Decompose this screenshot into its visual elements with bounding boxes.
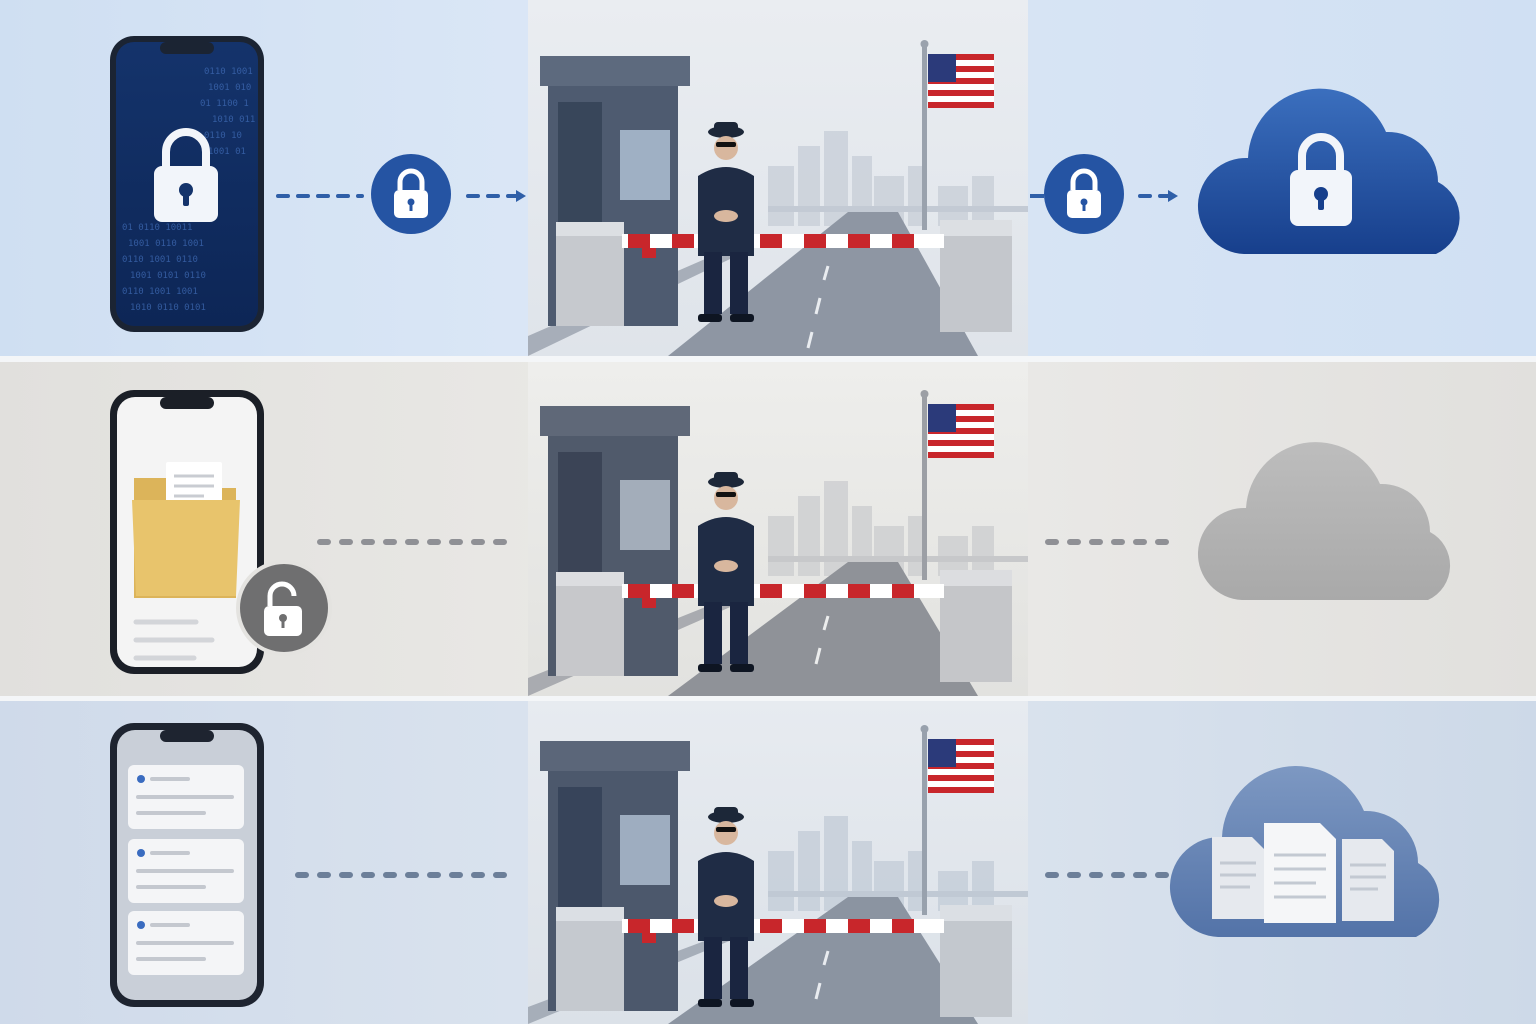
transit-connector-right	[1030, 154, 1178, 234]
svg-text:01 1100 1: 01 1100 1	[200, 99, 249, 109]
notes-phone-icon	[110, 723, 264, 1007]
device-column	[0, 0, 565, 356]
unlocked-phone-icon	[110, 390, 332, 674]
dotted-connector-left	[317, 539, 515, 545]
svg-text:1001 0110 1001: 1001 0110 1001	[128, 239, 204, 249]
folder-icon	[132, 462, 240, 598]
document-icon	[1212, 837, 1264, 919]
svg-text:0110 1001 1001: 0110 1001 1001	[122, 287, 198, 297]
device-column	[0, 701, 565, 1024]
encrypted-phone-icon: 0110 1001 1001 010 01 1100 1 1010 011 0110…	[110, 36, 264, 332]
note-card	[128, 839, 244, 903]
barrier-post	[940, 220, 1012, 332]
svg-text:0110 10: 0110 10	[204, 131, 242, 141]
border-guard	[698, 472, 754, 672]
svg-text:1010 011: 1010 011	[212, 115, 255, 125]
scenario-row-unlocked	[0, 362, 1536, 696]
svg-text:1010 0110 0101: 1010 0110 0101	[130, 303, 206, 313]
border-checkpoint-illustration	[528, 40, 1028, 356]
dotted-connector-right	[1045, 872, 1177, 878]
us-flag-icon	[920, 40, 994, 230]
scenario-row-encrypted: 0110 1001 1001 010 01 1100 1 1010 011 0110…	[0, 0, 1536, 356]
border-guard	[698, 807, 754, 1007]
guard-booth	[540, 741, 690, 1011]
note-card	[128, 765, 244, 829]
document-icon	[1342, 839, 1394, 921]
svg-text:1001 01: 1001 01	[208, 147, 246, 157]
barrier-post	[940, 905, 1012, 1017]
us-flag-icon	[920, 725, 994, 915]
svg-text:1001 0101 0110: 1001 0101 0110	[130, 271, 206, 281]
note-card	[128, 911, 244, 975]
row-divider	[0, 696, 1536, 702]
us-flag-icon	[920, 390, 994, 580]
barrier-post	[940, 570, 1012, 682]
dotted-connector-right	[1045, 539, 1175, 545]
document-icon	[1264, 823, 1336, 923]
border-checkpoint-illustration	[528, 390, 1028, 696]
svg-text:1001 010: 1001 010	[208, 83, 251, 93]
border-checkpoint-illustration	[528, 725, 1028, 1024]
encrypted-cloud-icon	[1197, 88, 1460, 255]
border-guard	[698, 122, 754, 322]
svg-text:01 0110 10011: 01 0110 10011	[122, 223, 192, 233]
transit-connector-left	[276, 154, 526, 234]
gray-cloud-icon	[1197, 442, 1451, 600]
row-divider	[0, 356, 1536, 362]
dotted-connector-left	[295, 872, 515, 878]
svg-text:0110 1001 0110: 0110 1001 0110	[122, 255, 198, 265]
documents-cloud-icon	[1169, 766, 1440, 937]
scenario-row-documents	[0, 701, 1536, 1024]
guard-booth	[540, 56, 690, 326]
guard-booth	[540, 406, 690, 676]
svg-text:0110 1001: 0110 1001	[204, 67, 253, 77]
